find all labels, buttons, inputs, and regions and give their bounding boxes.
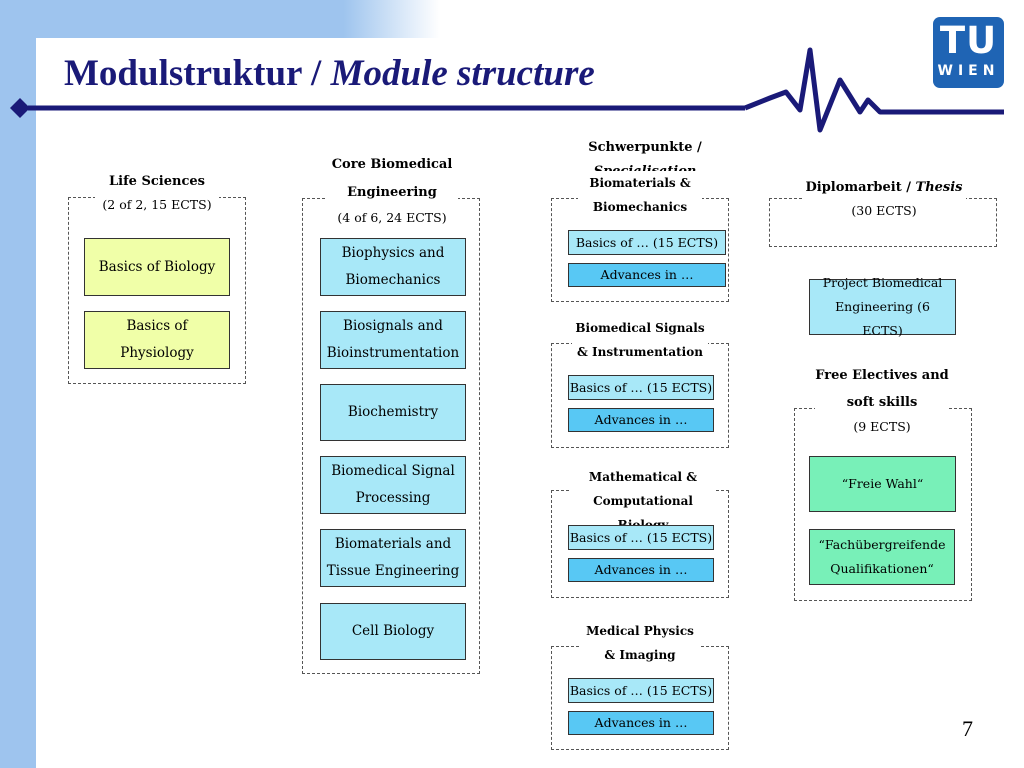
spec-group-signals-title: Biomedical Signals & Instrumentation	[575, 321, 705, 359]
sidebar-band	[0, 0, 36, 768]
module-biochemistry: Biochemistry	[320, 384, 466, 441]
spec-group-biomaterials-header: Biomaterials & Biomechanics	[578, 171, 702, 219]
spec-computational-advances: Advances in …	[568, 558, 714, 582]
module-fachuebergreifende-qualifikationen: “Fachübergreifende Qualifikationen“	[809, 529, 955, 585]
spec-group-imaging-title: Medical Physics & Imaging	[586, 624, 694, 662]
core-title: Core Biomedical Engineering	[331, 157, 453, 200]
life-sciences-title: Life Sciences	[109, 174, 205, 189]
heartbeat-rule-icon	[10, 47, 1004, 133]
logo-tu-text: TU	[939, 19, 998, 62]
module-biomedical-signal-processing: Biomedical Signal Processing	[320, 456, 466, 514]
module-cell-biology: Cell Biology	[320, 603, 466, 660]
thesis-subtitle: (30 ECTS)	[851, 203, 917, 218]
electives-header: Free Electives and soft skills (9 ECTS)	[815, 362, 949, 438]
life-sciences-header: Life Sciences (2 of 2, 15 ECTS)	[95, 170, 219, 216]
spec-biomaterials-basics: Basics of … (15 ECTS)	[568, 230, 726, 255]
spec-imaging-basics: Basics of … (15 ECTS)	[568, 678, 714, 703]
page-number: 7	[962, 716, 973, 741]
spec-group-biomaterials-title: Biomaterials & Biomechanics	[589, 176, 691, 214]
thesis-title: Diplomarbeit / Thesis	[805, 180, 963, 195]
tu-wien-logo: TU WIEN	[933, 17, 1004, 88]
electives-title: Free Electives and soft skills	[815, 368, 949, 410]
module-basics-of-physiology: Basics of Physiology	[84, 311, 230, 369]
logo-wien-text: WIEN	[937, 63, 1000, 79]
spec-computational-basics: Basics of … (15 ECTS)	[568, 525, 714, 550]
module-basics-of-biology: Basics of Biology	[84, 238, 230, 296]
core-header: Core Biomedical Engineering (4 of 6, 24 …	[326, 151, 458, 229]
module-biomaterials-tissue-engineering: Biomaterials and Tissue Engineering	[320, 529, 466, 587]
module-project-biomedical-engineering: Project Biomedical Engineering (6 ECTS)	[809, 275, 956, 338]
life-sciences-subtitle: (2 of 2, 15 ECTS)	[102, 197, 212, 212]
electives-subtitle: (9 ECTS)	[853, 419, 911, 434]
module-biosignals-bioinstrumentation: Biosignals and Bioinstrumentation	[320, 311, 466, 369]
spec-group-imaging-header: Medical Physics & Imaging	[580, 619, 700, 667]
spec-group-signals-header: Biomedical Signals & Instrumentation	[572, 316, 708, 364]
spec-imaging-advances: Advances in …	[568, 711, 714, 735]
top-band	[0, 0, 440, 38]
module-freie-wahl: “Freie Wahl“	[809, 456, 956, 512]
spec-signals-advances: Advances in …	[568, 408, 714, 432]
spec-signals-basics: Basics of … (15 ECTS)	[568, 375, 714, 400]
page-title: Modulstruktur / Module structure	[64, 53, 595, 94]
module-biophysics-biomechanics: Biophysics and Biomechanics	[320, 238, 466, 296]
core-subtitle: (4 of 6, 24 ECTS)	[337, 210, 447, 225]
thesis-header: Diplomarbeit / Thesis (30 ECTS)	[802, 176, 966, 222]
diamond-bullet-icon	[10, 98, 30, 118]
spec-biomaterials-advances: Advances in …	[568, 263, 726, 287]
